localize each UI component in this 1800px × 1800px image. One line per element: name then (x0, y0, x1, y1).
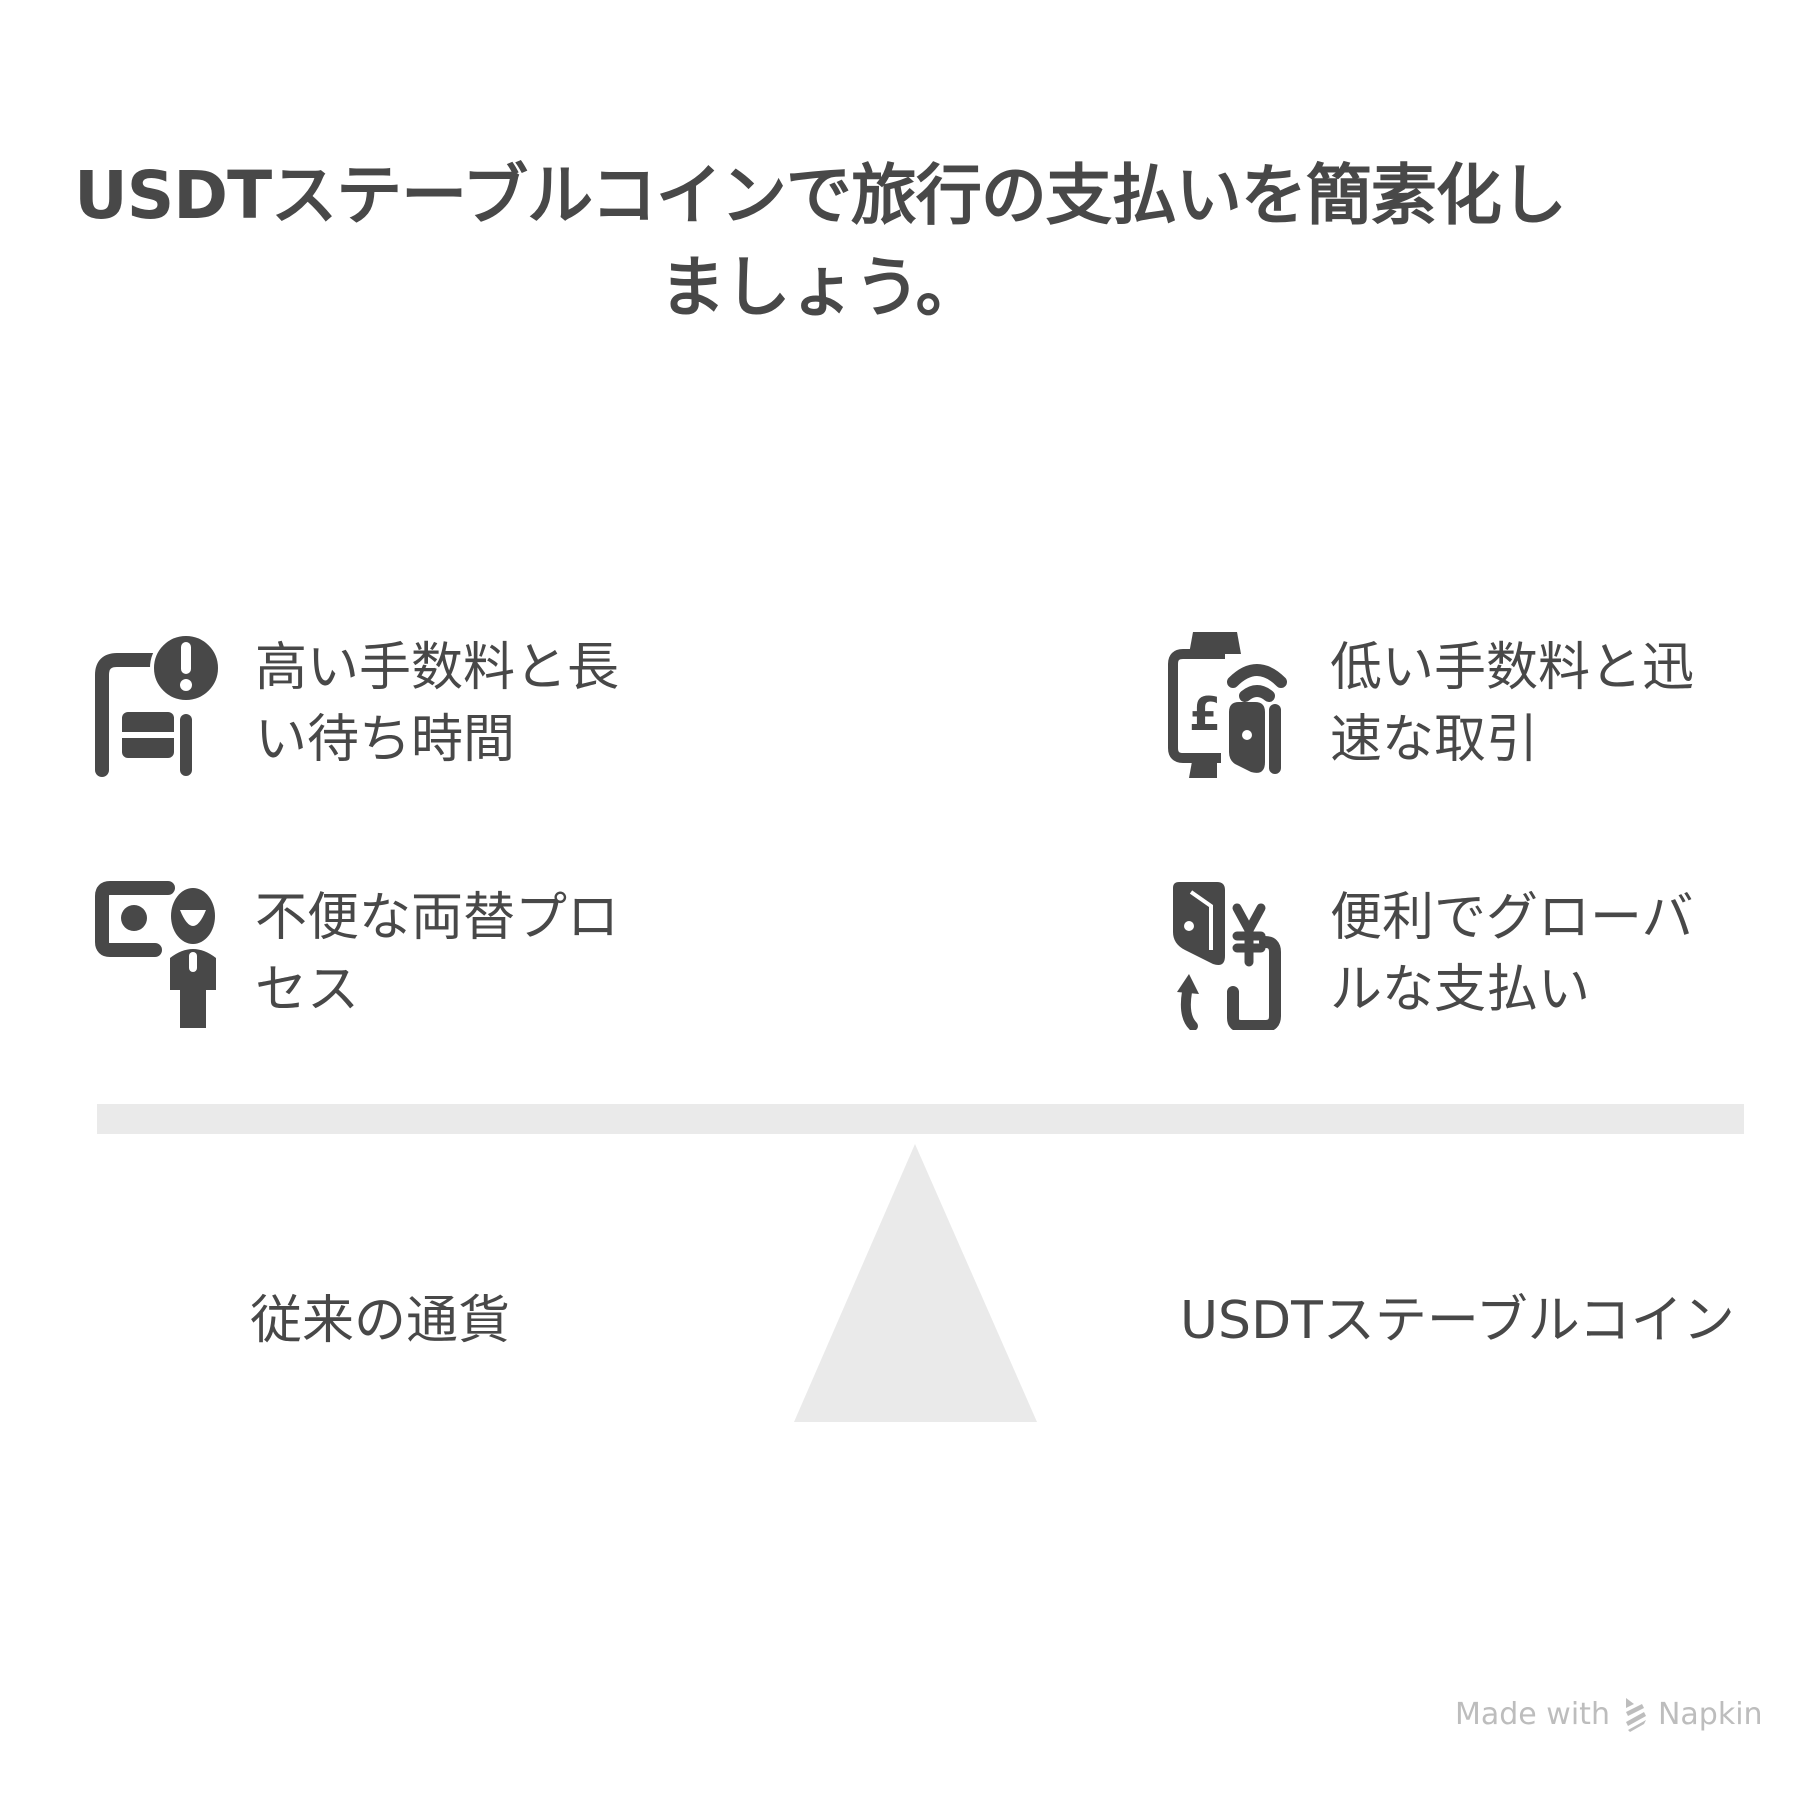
left-side-label: 従来の通貨 (250, 1291, 511, 1351)
right-item-global-payments: 便利でグローバルな支払い (1165, 880, 1730, 1030)
svg-text:£: £ (1189, 687, 1221, 741)
right-item-low-fees: £ 低い手数料と迅速な取引 (1165, 630, 1730, 780)
left-item-text: 高い手数料と長い待ち時間 (255, 638, 620, 770)
smartwatch-pound-payment-icon: £ (1165, 630, 1300, 780)
warning-card-icon (90, 630, 225, 780)
right-item-text: 便利でグローバルな支払い (1330, 888, 1694, 1020)
page-title: USDTステーブルコインで旅行の支払いを簡素化し ましょう。 (60, 150, 1580, 334)
napkin-brand-text: Napkin (1657, 1696, 1763, 1732)
presenter-person-icon (90, 880, 225, 1030)
scale-fulcrum-triangle (794, 1144, 1037, 1422)
right-item-text: 低い手数料と迅速な取引 (1330, 638, 1695, 770)
left-item-exchange-process: 不便な両替プロセス (90, 880, 655, 1030)
napkin-logo-icon (1625, 1698, 1646, 1732)
title-line-1: USDTステーブルコインで旅行の支払いを簡素化し (74, 157, 1567, 234)
right-side-label: USDTステーブルコイン (1180, 1291, 1735, 1351)
title-line-2: ましょう。 (659, 249, 981, 326)
left-item-high-fees: 高い手数料と長い待ち時間 (90, 630, 655, 780)
napkin-watermark: Made with Napkin (1455, 1696, 1763, 1732)
phone-yen-exchange-icon (1165, 880, 1300, 1030)
made-with-text: Made with (1455, 1696, 1610, 1732)
scale-beam (97, 1104, 1744, 1134)
left-item-text: 不便な両替プロセス (255, 888, 620, 1020)
